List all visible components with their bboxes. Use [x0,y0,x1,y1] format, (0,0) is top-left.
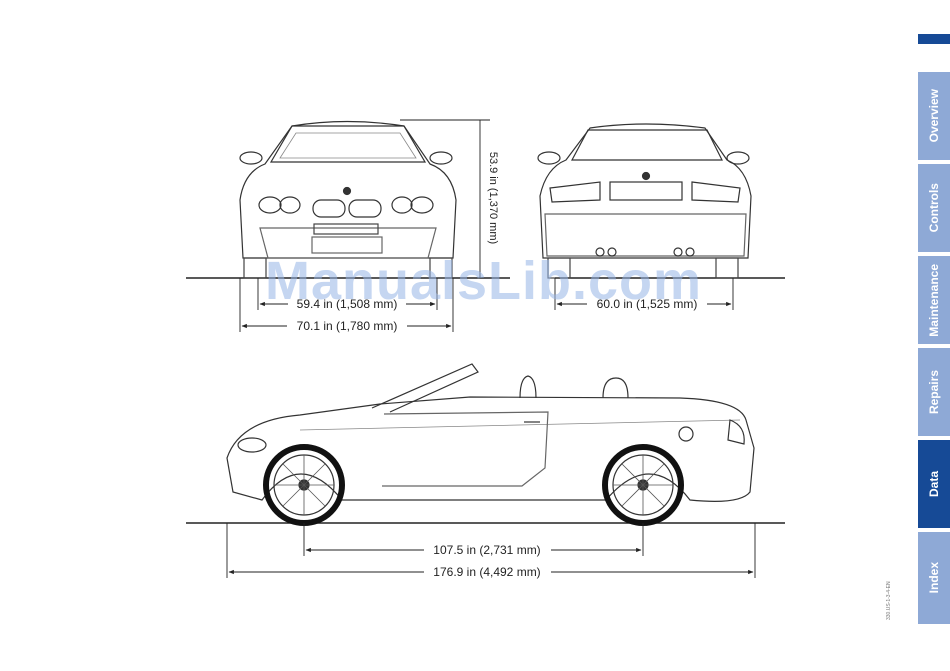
length-label: 176.9 in (4,492 mm) [433,565,540,579]
wheelbase-label: 107.5 in (2,731 mm) [433,543,540,557]
tab-controls[interactable]: Controls [918,164,950,252]
width-label: 70.1 in (1,780 mm) [297,319,398,333]
top-accent-bar [918,34,950,44]
rear-track-label: 60.0 in (1,525 mm) [597,297,698,311]
front-wheel [266,447,342,523]
tab-label: Index [927,562,941,593]
tab-maintenance[interactable]: Maintenance [918,256,950,344]
tab-label: Controls [927,183,941,232]
front-view [186,122,510,279]
front-track-label: 59.4 in (1,508 mm) [297,297,398,311]
tab-overview[interactable]: Overview [918,72,950,160]
height-label: 53.9 in (1,370 mm) [487,152,499,244]
side-view [186,364,785,523]
tab-label: Repairs [927,370,941,414]
tab-label: Overview [927,89,941,142]
tab-repairs[interactable]: Repairs [918,348,950,436]
tab-index[interactable]: Index [918,532,950,624]
tab-label: Data [927,471,941,497]
tab-label: Maintenance [927,264,941,337]
image-code: 330.US-1-3-4-EN [886,560,898,620]
rear-view [538,124,785,278]
tab-data[interactable]: Data [918,440,950,528]
rear-wheel [605,447,681,523]
